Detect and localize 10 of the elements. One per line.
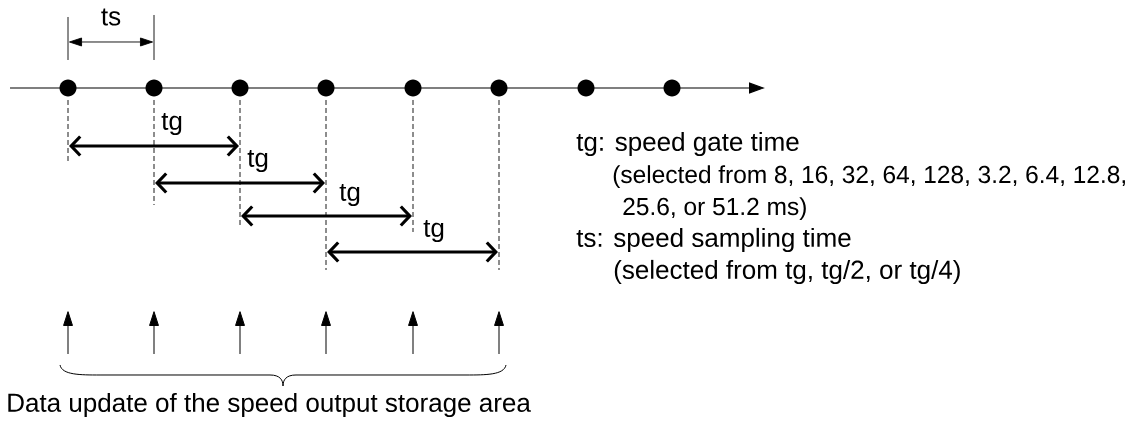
note-text: (selected from tg, tg/2, or tg/4) xyxy=(614,259,960,285)
caption-text: Data update of the speed output storage area xyxy=(8,392,531,418)
dimension-label: tg xyxy=(423,219,444,243)
dimension-label: tg xyxy=(339,183,360,207)
dimension-label: tg xyxy=(247,149,268,173)
note-text: tg: speed gate time xyxy=(576,131,799,157)
dimension-label: tg xyxy=(161,112,182,136)
note-text: (selected from 8, 16, 32, 64, 128, 3.2, 6.4, 12.8, 25.6, or 51.2 ms) xyxy=(613,165,1125,220)
note-text: ts: speed sampling time xyxy=(576,227,851,253)
dimension-label: ts xyxy=(101,8,121,26)
